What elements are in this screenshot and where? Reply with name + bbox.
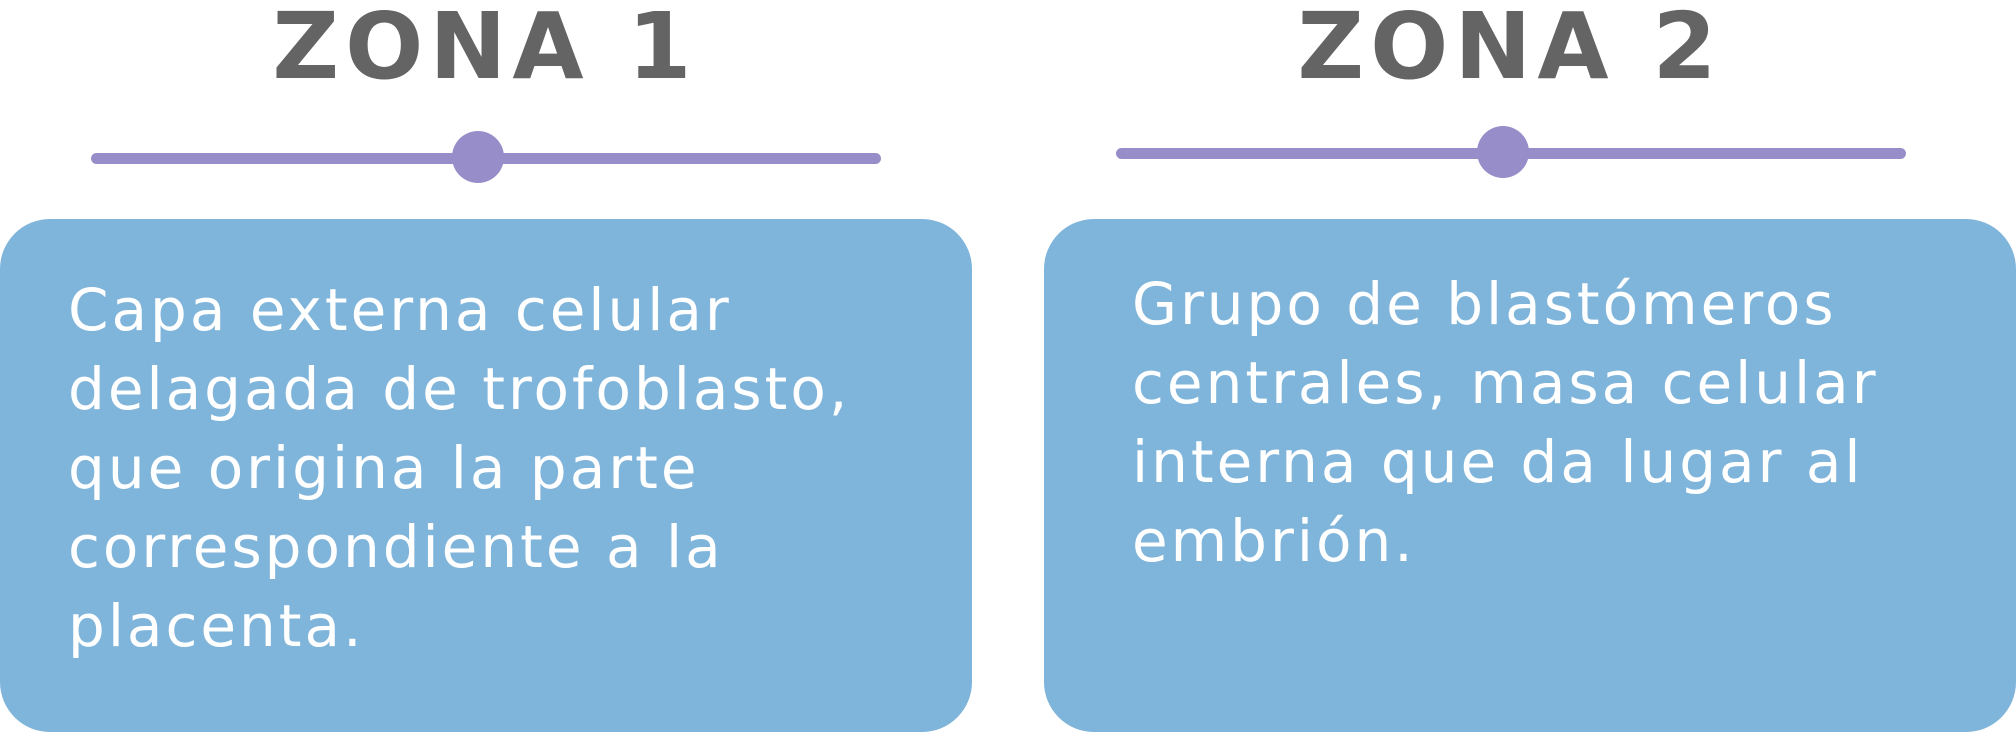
zone-1-description: Capa externa celular delagada de trofobl…	[68, 276, 851, 660]
zone-1-slider-knob[interactable]	[452, 131, 505, 183]
zone-1-card: Capa externa celular delagada de trofobl…	[0, 219, 972, 732]
zone-2-title: ZONA 2	[1297, 0, 1723, 100]
zone-1-slider[interactable]	[91, 131, 881, 183]
zone-2-description: Grupo de blastómeros centrales, masa cel…	[1132, 270, 1879, 575]
zone-2-slider[interactable]	[1116, 126, 1906, 178]
zone-2-slider-knob[interactable]	[1477, 126, 1530, 178]
zone-1-title: ZONA 1	[272, 0, 698, 100]
zone-2-card: Grupo de blastómeros centrales, masa cel…	[1044, 219, 2016, 732]
